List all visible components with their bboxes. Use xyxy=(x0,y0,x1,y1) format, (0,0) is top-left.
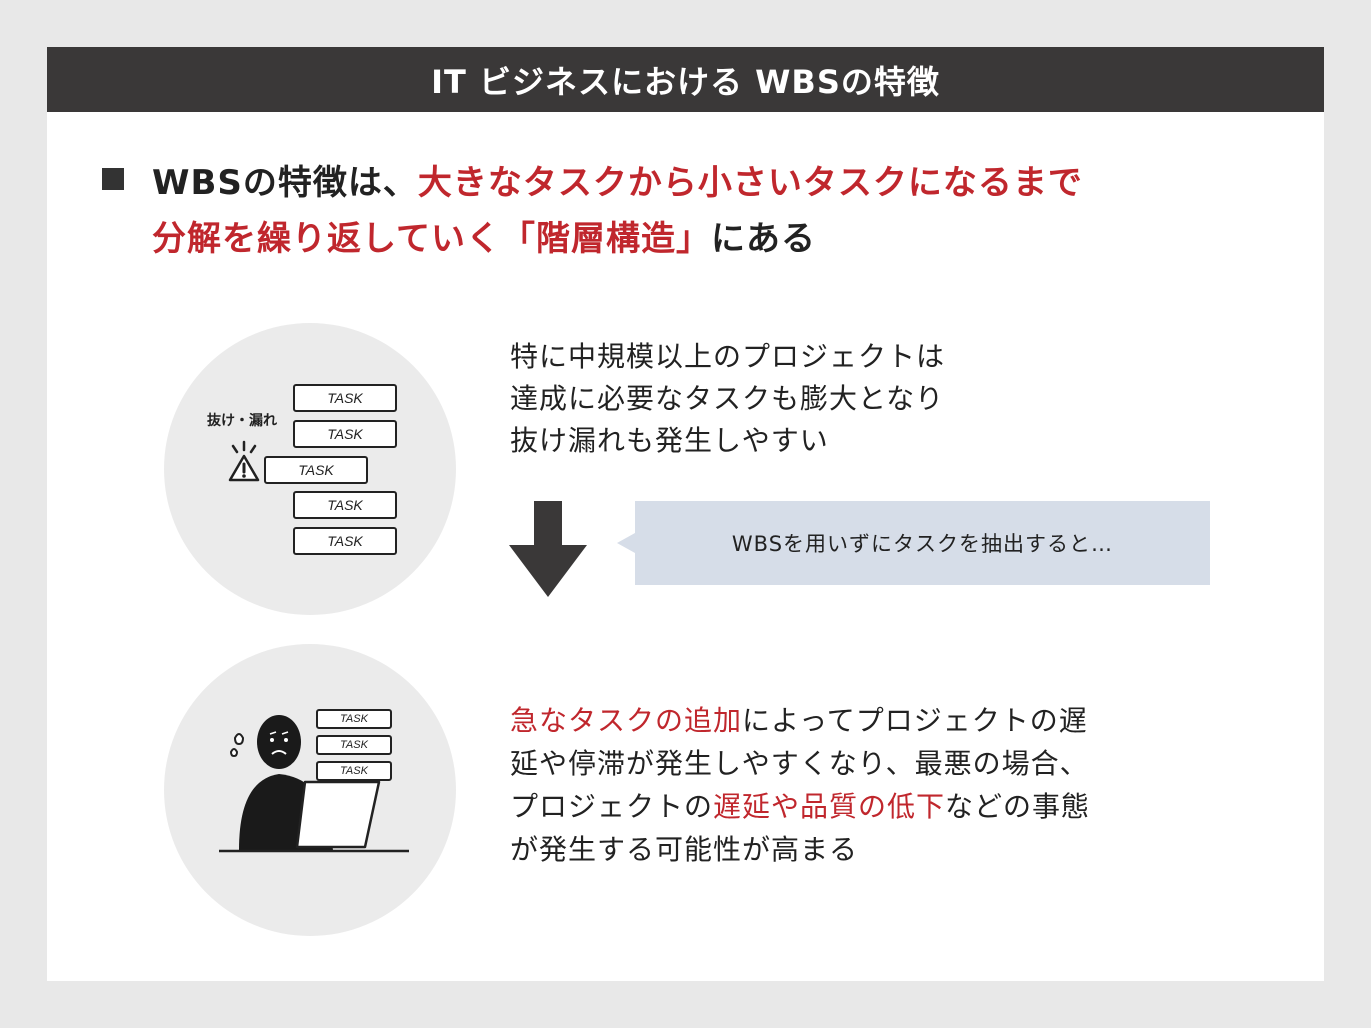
body-text: によってプロジェクトの遅 xyxy=(742,704,1088,737)
callout-pointer xyxy=(617,533,635,553)
headline-line-1: WBSの特徴は、大きなタスクから小さいタスクになるまで xyxy=(102,155,1262,211)
headline-text-black: にある xyxy=(710,219,816,259)
bullet-square-icon xyxy=(102,168,124,190)
emphasis-text: 遅延や品質の低下 xyxy=(713,790,946,823)
body-text: などの事態 xyxy=(945,790,1091,823)
sweat-drops-icon xyxy=(229,733,245,758)
down-arrow-icon xyxy=(509,501,587,597)
top-description-line: 達成に必要なタスクも膨大となり xyxy=(510,382,945,415)
headline-text-black: WBSの特徴は、 xyxy=(152,163,418,203)
task-box: TASK xyxy=(293,420,397,448)
top-description: 特に中規模以上のプロジェクトは 達成に必要なタスクも膨大となり 抜け漏れも発生し… xyxy=(510,336,945,462)
bottom-description-line: プロジェクトの遅延や品質の低下などの事態 xyxy=(510,785,1210,828)
omission-label: 抜け・漏れ xyxy=(207,413,277,429)
callout-box: WBSを用いずにタスクを抽出すると… xyxy=(635,501,1210,585)
body-text: プロジェクトの xyxy=(510,790,714,823)
bottom-description-line: 急なタスクの追加によってプロジェクトの遅 xyxy=(510,699,1210,742)
bottom-description-line: が発生する可能性が高まる xyxy=(510,833,859,866)
task-box: TASK xyxy=(316,735,392,755)
page-title: IT ビジネスにおける WBSの特徴 xyxy=(47,47,1324,112)
headline-text-red: 分解を繰り返していく「階層構造」 xyxy=(152,219,711,259)
task-box: TASK xyxy=(293,384,397,412)
headline-line-2: 分解を繰り返していく「階層構造」にある xyxy=(102,211,1262,267)
task-box: TASK xyxy=(293,527,397,555)
task-box: TASK xyxy=(316,761,392,781)
top-description-line: 抜け漏れも発生しやすい xyxy=(510,424,829,457)
laptop-icon xyxy=(295,780,381,849)
task-box-misaligned: TASK xyxy=(264,456,368,484)
emphasis-text: 急なタスクの追加 xyxy=(510,704,743,737)
bottom-description-line: 延や停滞が発生しやすくなり、最悪の場合、 xyxy=(510,747,1089,780)
headline-text-red: 大きなタスクから小さいタスクになるまで xyxy=(417,163,1083,203)
worried-person-icon xyxy=(219,715,409,853)
bottom-description: 急なタスクの追加によってプロジェクトの遅 延や停滞が発生しやすくなり、最悪の場合… xyxy=(510,699,1210,871)
top-description-line: 特に中規模以上のプロジェクトは xyxy=(510,340,946,373)
warning-icon xyxy=(228,440,260,482)
headline: WBSの特徴は、大きなタスクから小さいタスクになるまで 分解を繰り返していく「階… xyxy=(102,155,1262,267)
task-box: TASK xyxy=(316,709,392,729)
infographic-card: IT ビジネスにおける WBSの特徴 WBSの特徴は、大きなタスクから小さいタス… xyxy=(47,47,1324,981)
task-box: TASK xyxy=(293,491,397,519)
